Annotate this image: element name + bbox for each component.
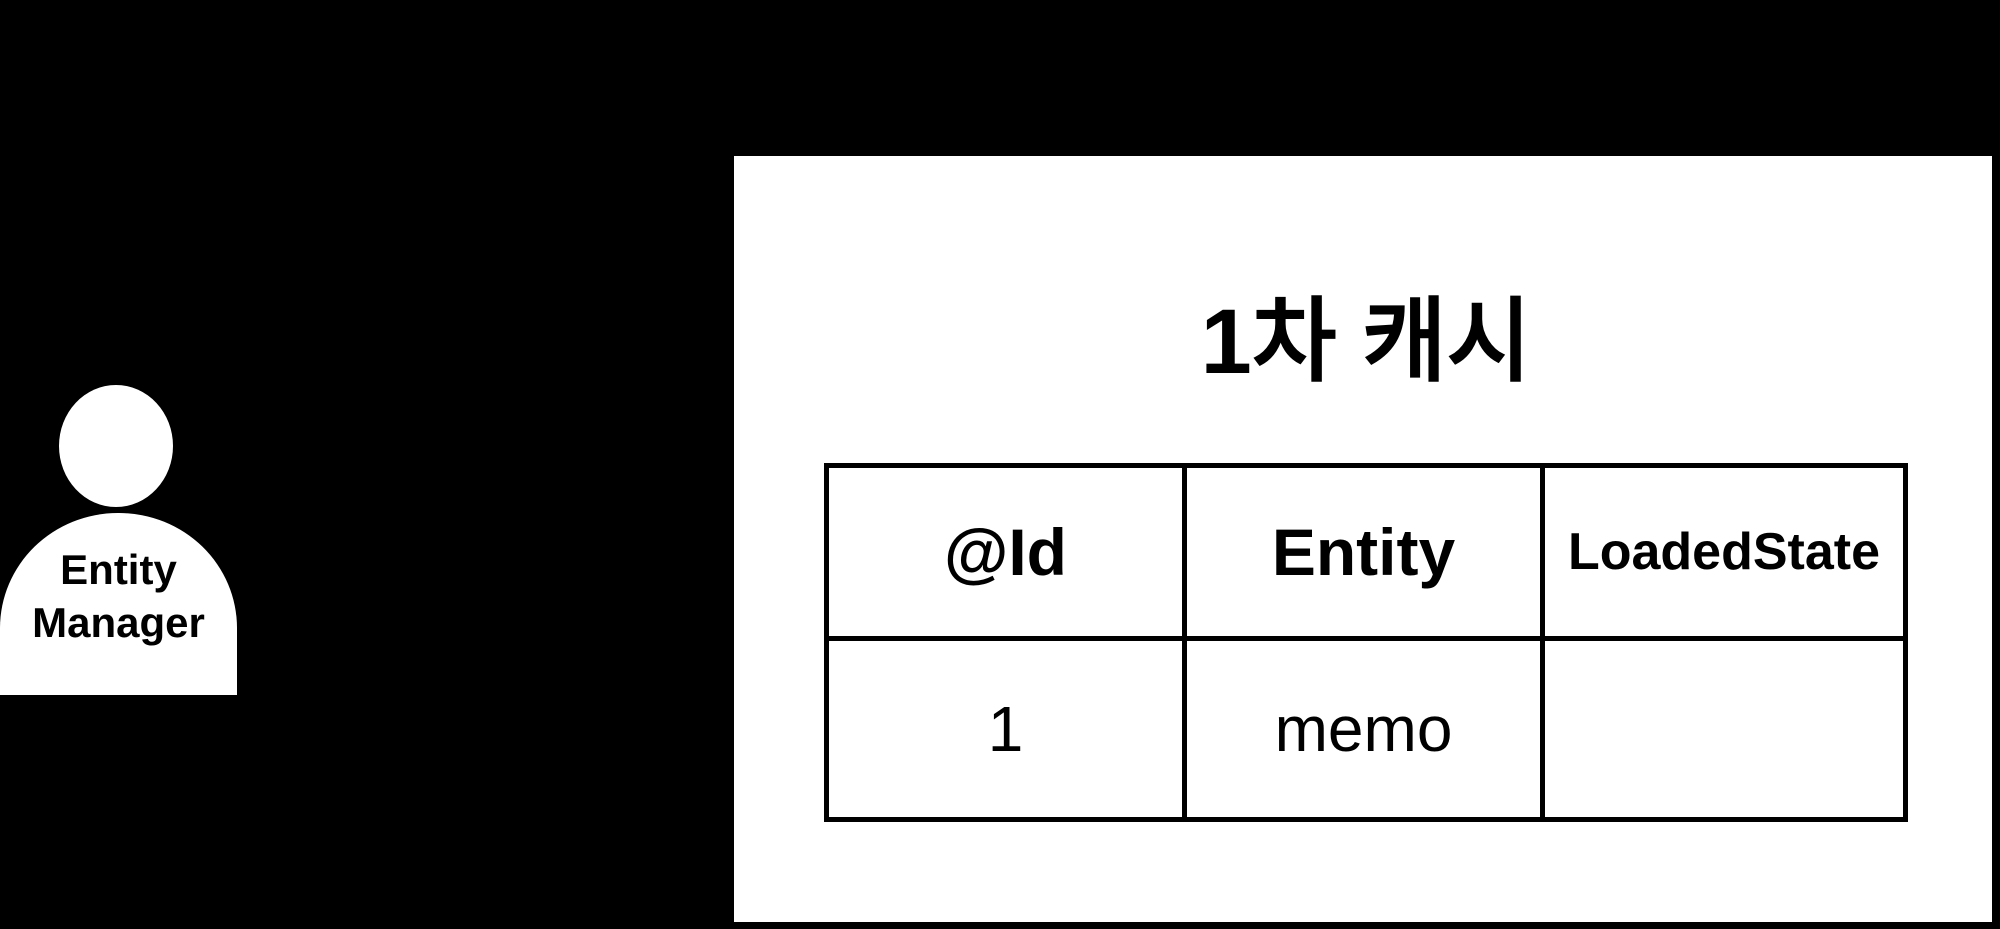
first-level-cache-panel: 1차 캐시 @Id Entity LoadedState 1 memo <box>734 156 1992 922</box>
person-body-shape: Entity Manager <box>0 513 237 695</box>
table-header-id: @Id <box>829 468 1187 641</box>
cache-table: @Id Entity LoadedState 1 memo <box>824 463 1908 822</box>
person-icon <box>59 385 173 507</box>
table-header-entity: Entity <box>1187 468 1545 641</box>
table-cell-id: 1 <box>829 641 1187 817</box>
actor-label-line2: Manager <box>32 599 205 646</box>
actor-label-line1: Entity <box>60 546 177 593</box>
table-header-loadedstate: LoadedState <box>1545 468 1903 641</box>
actor-label: Entity Manager <box>0 543 237 649</box>
cache-title: 1차 캐시 <box>1200 291 1532 393</box>
table-cell-entity: memo <box>1187 641 1545 817</box>
table-cell-loadedstate <box>1545 641 1903 817</box>
